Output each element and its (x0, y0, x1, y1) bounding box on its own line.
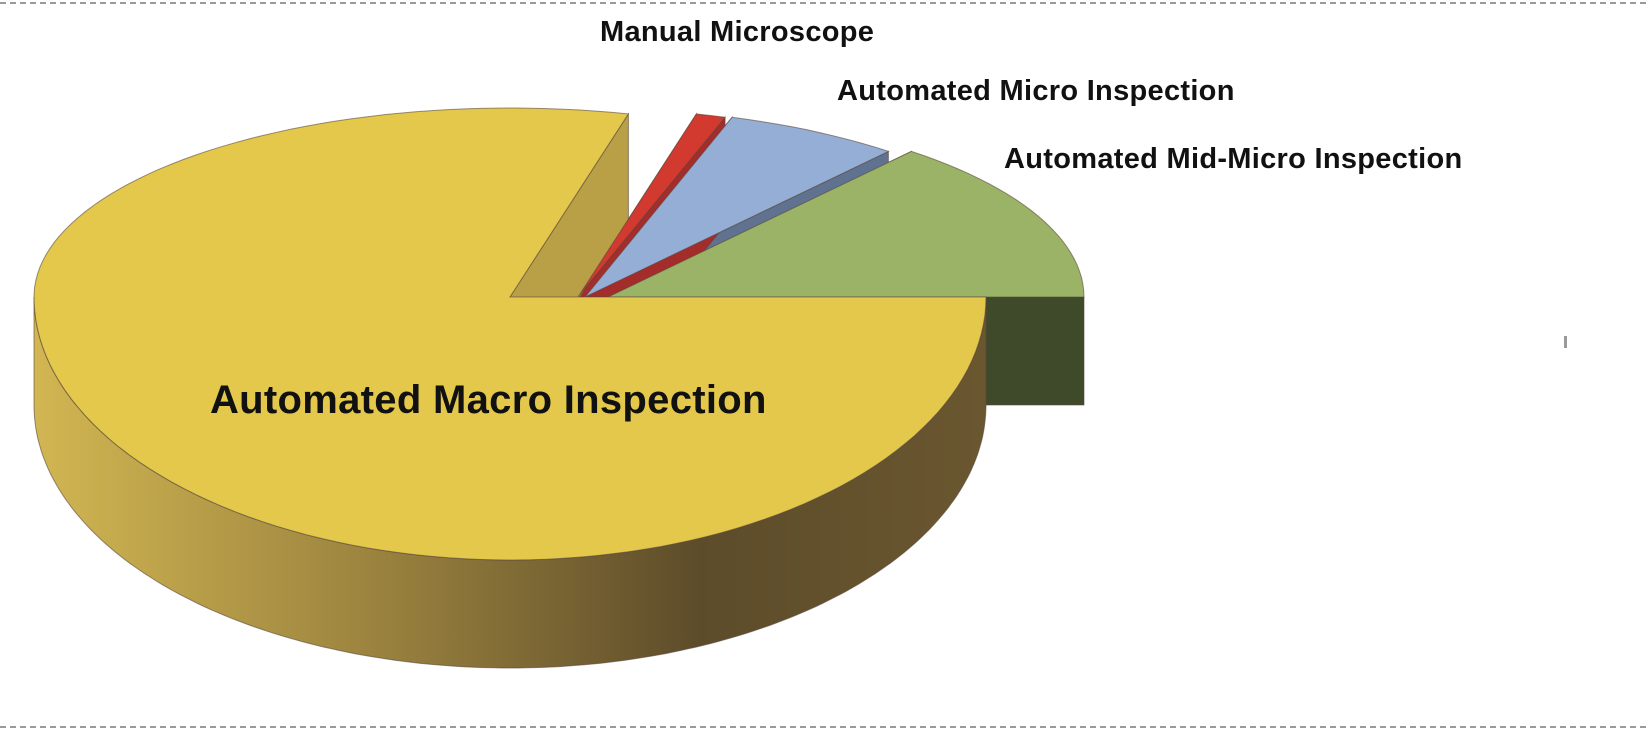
label-automated-mid-micro-inspection: Automated Mid-Micro Inspection (1004, 143, 1463, 175)
slice-automated-macro-inspection (33, 107, 987, 561)
bottom-dashed-border (0, 726, 1646, 728)
label-manual-microscope: Manual Microscope (600, 16, 875, 48)
label-automated-micro-inspection: Automated Micro Inspection (837, 75, 1235, 107)
slice-automated-micro-inspection (584, 116, 890, 298)
top-dashed-border (0, 2, 1646, 4)
label-automated-macro-inspection: Automated Macro Inspection (210, 378, 767, 422)
slice-manual-microscope (577, 113, 727, 298)
slice-automated-mid-micro-inspection (607, 150, 1085, 298)
resize-handle (1564, 336, 1567, 348)
